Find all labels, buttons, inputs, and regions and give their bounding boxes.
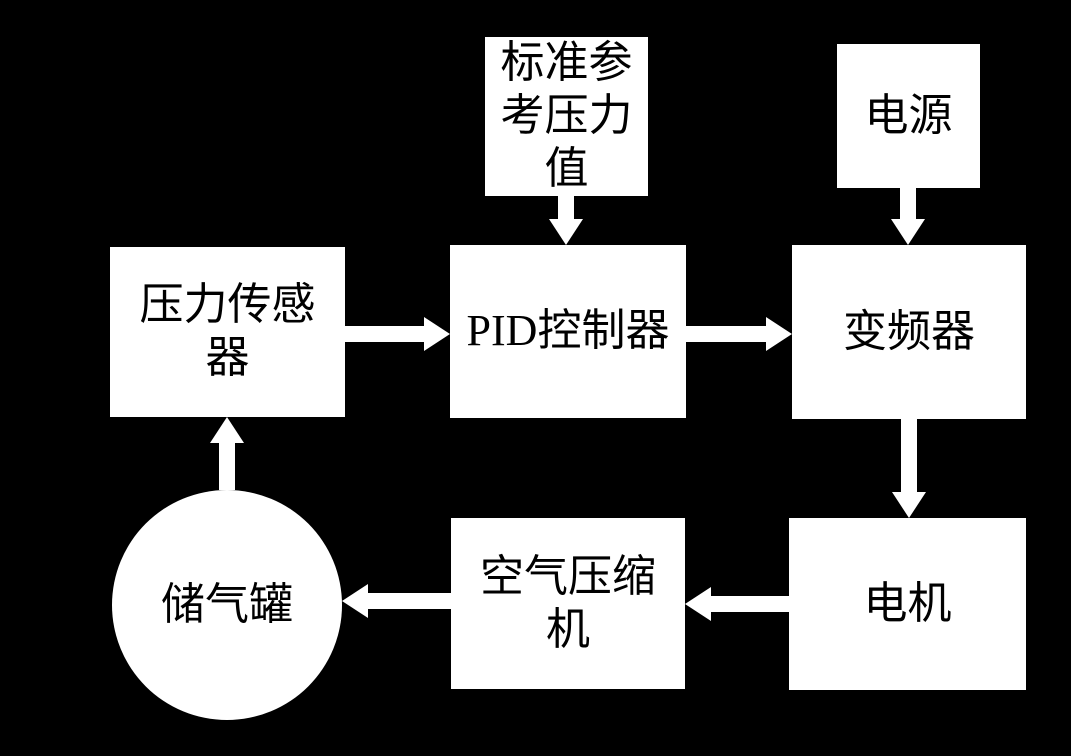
arrow-shaft <box>710 596 789 612</box>
arrow-compressor-to-tank-icon <box>342 584 451 618</box>
node-air-tank-label: 储气罐 <box>161 579 293 629</box>
arrow-head <box>766 317 792 351</box>
arrow-shaft <box>686 326 767 342</box>
arrow-head <box>342 584 368 618</box>
node-power-supply: 电源 <box>837 44 980 188</box>
node-motor-label: 电机 <box>863 578 952 628</box>
arrow-head <box>892 492 926 518</box>
node-power-supply-label: 电源 <box>864 90 953 140</box>
arrow-pid-to-inverter-icon <box>686 317 792 351</box>
arrow-shaft <box>901 419 917 493</box>
node-pid-controller: PID控制器 <box>450 245 686 418</box>
arrow-head <box>685 587 711 621</box>
arrow-shaft <box>558 196 574 220</box>
arrow-inverter-to-motor-icon <box>892 419 926 518</box>
node-inverter-label: 变频器 <box>843 306 975 356</box>
node-pressure-sensor: 压力传感器 <box>110 247 345 417</box>
arrow-sensor-to-pid-icon <box>345 317 450 351</box>
arrow-shaft <box>367 593 451 609</box>
node-motor: 电机 <box>789 518 1026 690</box>
arrow-tank-to-sensor-icon <box>210 417 244 490</box>
arrow-shaft <box>345 326 425 342</box>
node-inverter: 变频器 <box>792 245 1026 419</box>
arrow-shaft <box>900 188 916 220</box>
arrow-motor-to-compressor-icon <box>685 587 789 621</box>
arrow-power-to-inverter-icon <box>891 188 925 245</box>
node-air-compressor-label: 空气压缩机 <box>480 551 656 654</box>
node-reference-pressure-label: 标准参考压力值 <box>500 38 633 193</box>
node-air-tank: 储气罐 <box>112 490 342 720</box>
node-pid-controller-label: PID控制器 <box>466 306 670 356</box>
arrow-head <box>549 219 583 245</box>
arrow-shaft <box>219 442 235 490</box>
arrow-head <box>210 417 244 443</box>
node-pressure-sensor-label: 压力传感器 <box>139 280 316 382</box>
node-reference-pressure: 标准参考压力值 <box>485 37 648 196</box>
node-air-compressor: 空气压缩机 <box>451 518 685 689</box>
arrow-head <box>891 219 925 245</box>
arrow-reference-to-pid-icon <box>549 196 583 245</box>
arrow-head <box>424 317 450 351</box>
